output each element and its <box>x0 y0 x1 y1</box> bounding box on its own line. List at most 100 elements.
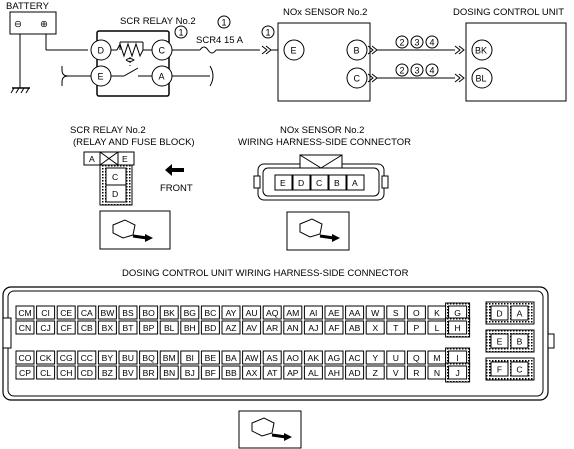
dcu-pin-u <box>386 350 406 365</box>
svg-text:2: 2 <box>400 38 405 48</box>
dcu-pin-bf <box>200 365 220 380</box>
nox-connector-pin-label: E <box>280 178 286 188</box>
battery: BATTERY ⊖ ⊕ <box>6 1 88 94</box>
dcu-pin-label: W <box>371 308 380 318</box>
dcu-pin-ai <box>303 305 323 320</box>
dcu-pin-ac <box>345 350 365 365</box>
dcu-pin-bx <box>97 320 117 335</box>
svg-text:1: 1 <box>179 28 184 38</box>
dcu-pin-z <box>365 365 385 380</box>
svg-text:E: E <box>291 46 297 56</box>
dcu-pin-an <box>283 320 303 335</box>
dcu-pin-label: BQ <box>142 353 155 363</box>
dcu-pin-aj <box>303 320 323 335</box>
dcu-pin-cb <box>77 320 97 335</box>
nox-connector-view: NOx SENSOR No.2 WIRING HARNESS-SIDE CONN… <box>238 125 411 251</box>
front-label: FRONT <box>160 183 193 194</box>
dcu-pin-v <box>386 365 406 380</box>
dcu-pin-label: BO <box>142 308 155 318</box>
svg-text:B: B <box>354 46 360 56</box>
dcu-pin-ca <box>77 305 97 320</box>
dcu-pin-at <box>262 365 282 380</box>
dcu-pin-label: CJ <box>40 323 51 333</box>
dcu-pin-af <box>324 320 344 335</box>
dcu-pin-bk <box>471 39 493 61</box>
dcu-pin-bo <box>139 305 159 320</box>
dcu-pin-cm <box>15 305 35 320</box>
dcu-pin-label: AE <box>328 308 340 318</box>
dcu-pin-label: AZ <box>226 323 237 333</box>
dcu-pin-label: BI <box>186 353 194 363</box>
svg-text:BK: BK <box>475 46 487 56</box>
dcu-pin-co <box>15 350 35 365</box>
dcu-pin-label: BS <box>122 308 134 318</box>
dcu-pin-b <box>510 333 529 349</box>
dcu-pin-label: CE <box>60 308 72 318</box>
dcu-pin-label: AY <box>226 308 237 318</box>
dcu-pin-br <box>139 365 159 380</box>
nox-connector-pin-e <box>274 174 293 191</box>
svg-text:2: 2 <box>400 66 405 76</box>
dcu-pin-label: AI <box>309 308 317 318</box>
dcu-pin-label: H <box>454 323 460 333</box>
dcu-pin-label: CK <box>40 353 52 363</box>
dcu-pin-bp <box>139 320 159 335</box>
dcu-pin-label: T <box>393 323 399 333</box>
dcu-pin-label: BW <box>100 308 115 318</box>
dcu-pin-label: BG <box>184 308 197 318</box>
dcu-pin-be <box>200 350 220 365</box>
dcu-pin-q <box>406 350 426 365</box>
dcu-pin-bz <box>97 365 117 380</box>
nox-pin-b <box>346 39 368 61</box>
dcu-pin-label: A <box>517 309 523 319</box>
dcu-pin-bk <box>159 305 179 320</box>
dcu-pin-y <box>365 350 385 365</box>
dcu-pin-x <box>365 320 385 335</box>
dcu-pin-label: CL <box>40 368 51 378</box>
dcu-pin-bb <box>221 365 241 380</box>
dcu-pin-az <box>221 320 241 335</box>
dcu-pin-label: N <box>434 368 440 378</box>
svg-text:BL: BL <box>476 74 487 84</box>
relay-connector-title: SCR RELAY No.2 <box>70 125 146 136</box>
dcu-pin-aq <box>262 305 282 320</box>
dcu-pin-r <box>406 365 426 380</box>
dcu-pin-label: AS <box>266 353 278 363</box>
dcu-pin-label: AR <box>266 323 278 333</box>
dcu-pin-label: M <box>433 353 440 363</box>
nox-connector-pin-d <box>292 174 311 191</box>
dcu-pin-ay <box>221 305 241 320</box>
dcu-pin-label: BV <box>122 368 134 378</box>
dcu-pin-label: F <box>497 365 502 375</box>
dcu-pin-label: BT <box>123 323 135 333</box>
dcu-pin-label: BK <box>163 308 175 318</box>
dcu-pin-label: L <box>435 323 440 333</box>
dcu-pin-label: Q <box>413 353 420 363</box>
dcu-pin-label: BX <box>102 323 114 333</box>
dcu-pin-label: AJ <box>308 323 318 333</box>
dcu-pin-label: CM <box>18 308 31 318</box>
dcu-pin-ae <box>324 305 344 320</box>
dcu-pin-ar <box>262 320 282 335</box>
dcu-pin-au <box>242 305 262 320</box>
svg-text:4: 4 <box>430 38 435 48</box>
dcu-pin-as <box>262 350 282 365</box>
dcu-pin-cc <box>77 350 97 365</box>
dcu-pin-label: R <box>413 368 419 378</box>
nox-connector-title: NOx SENSOR No.2 <box>280 125 364 136</box>
can-wires: 2 3 4 2 3 4 <box>367 35 465 83</box>
dcu-pin-label: E <box>497 337 503 347</box>
svg-text:3: 3 <box>415 66 420 76</box>
dcu-pin-label: AU <box>246 308 258 318</box>
dcu-pin-ax <box>242 365 262 380</box>
dcu-pin-bd <box>200 320 220 335</box>
dcu-pin-label: I <box>456 353 458 363</box>
dcu-pin-bt <box>118 320 138 335</box>
dcu-pin-cg <box>56 350 76 365</box>
nox-connector-pin-a <box>346 174 365 191</box>
relay-connector-view: SCR RELAY No.2 (RELAY AND FUSE BLOCK) A … <box>70 125 195 250</box>
svg-text:1: 1 <box>266 28 271 38</box>
dcu-pin-label: U <box>393 353 399 363</box>
dcu-pin-label: P <box>414 323 420 333</box>
